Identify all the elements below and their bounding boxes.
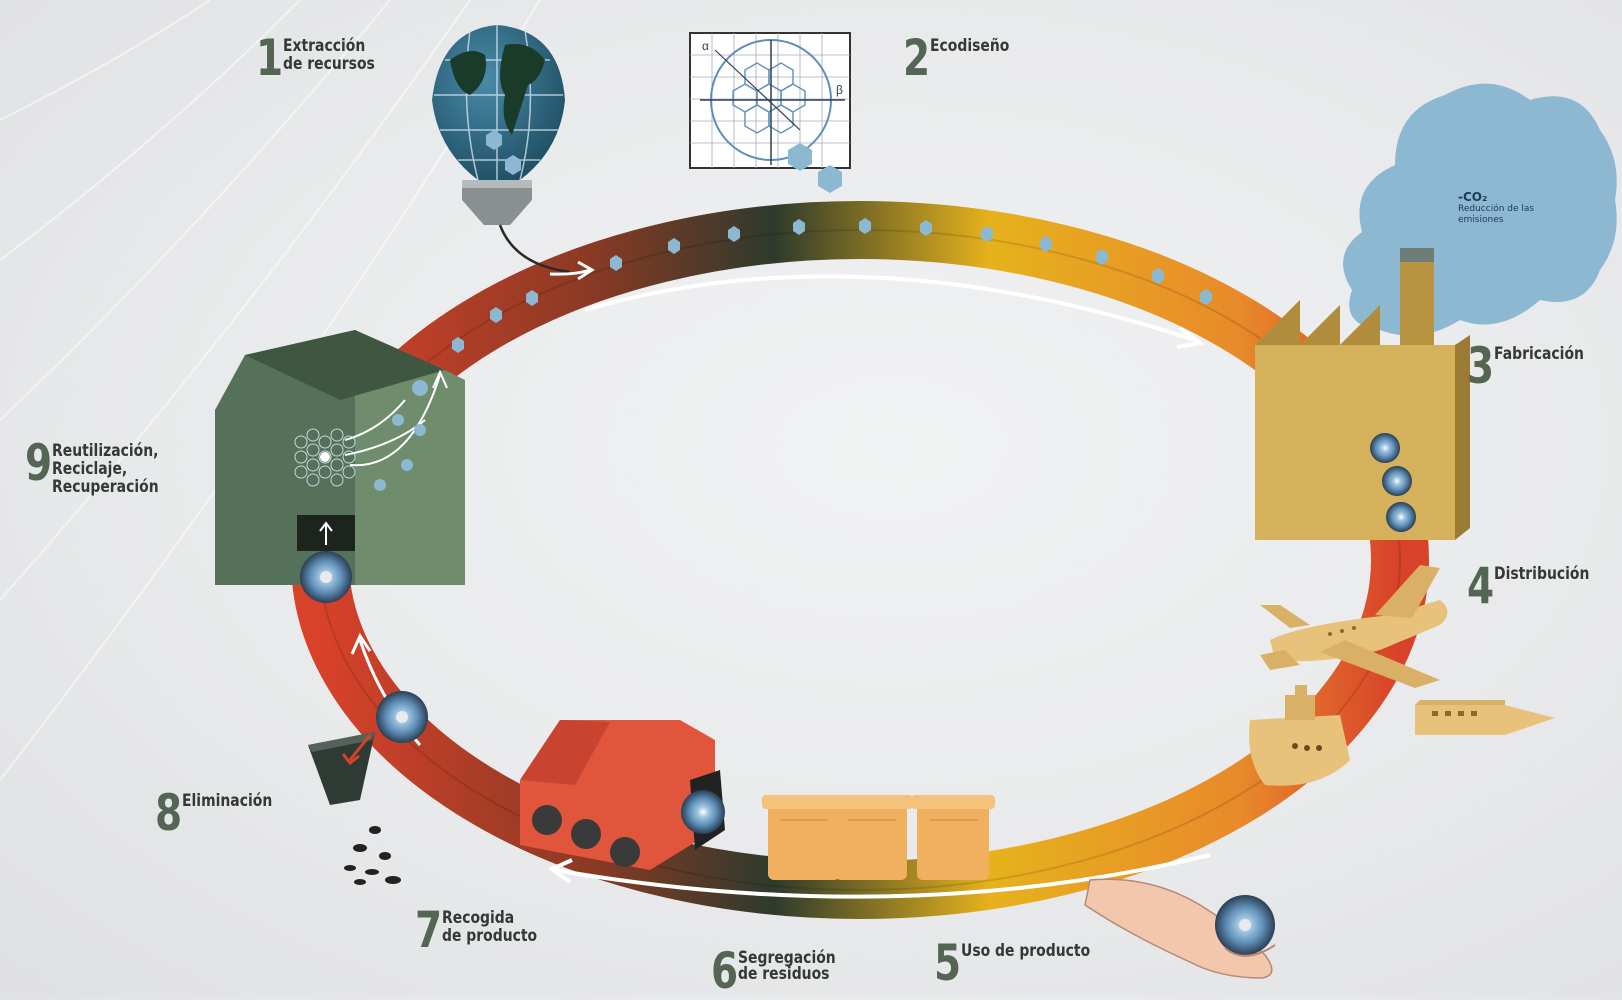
stage-2-line-1: Ecodiseño: [929, 36, 1010, 56]
stage-1-number: 1: [256, 29, 283, 87]
stage-6-number: 6: [711, 942, 738, 1000]
alpha-label: α: [702, 39, 709, 53]
stage-5-number: 5: [934, 934, 961, 992]
stage-8-label: 8 Eliminación: [155, 784, 292, 842]
stage-5-label: 5 Uso de producto: [934, 934, 1118, 992]
stage-6-label: 6 Segregación de residuos: [711, 942, 857, 1000]
stage-8-text: Eliminación: [182, 792, 272, 810]
stage-6-line-1: Segregación: [737, 948, 836, 968]
stage-8-number: 8: [155, 784, 182, 842]
beta-label: β: [836, 83, 843, 97]
stage-9-line-1: Reutilización,: [51, 441, 159, 461]
stage-7-line-2: de producto: [441, 926, 537, 946]
stage-3-line-1: Fabricación: [1493, 344, 1584, 364]
stage-8-line-1: Eliminación: [181, 791, 273, 811]
stage-9-number: 9: [25, 434, 52, 492]
emissions-note: -CO₂ Reducción de las emisiones: [1458, 190, 1558, 226]
stage-1-line-2: de recursos: [282, 54, 375, 74]
stage-4-line-1: Distribución: [1493, 564, 1590, 584]
globe-icon: [432, 25, 595, 281]
material-dots: [452, 218, 1212, 353]
stage-9-label: 9 Reutilización, Reciclaje, Recuperación: [25, 434, 182, 496]
hand-disc-icon: [1084, 878, 1276, 979]
product-discs: [1370, 433, 1416, 532]
stage-1-line-1: Extracción: [282, 36, 366, 56]
truck-icon: [520, 720, 725, 870]
stage-9-line-2: Reciclaje,: [51, 459, 128, 479]
stage-1-label: 1 Extracción de recursos: [256, 29, 395, 87]
stage-2-number: 2: [903, 29, 930, 87]
stage-4-number: 4: [1467, 557, 1494, 615]
stage-9-text: Reutilización, Reciclaje, Recuperación: [52, 442, 159, 496]
stage-2-text: Ecodiseño: [930, 37, 1009, 55]
emissions-title: -CO₂: [1458, 190, 1488, 204]
stage-5-line-1: Uso de producto: [960, 941, 1090, 961]
stage-3-text: Fabricación: [1494, 345, 1584, 363]
stage-7-label: 7 Recogida de producto: [415, 901, 558, 959]
stage-3-label: 3 Fabricación: [1467, 337, 1604, 395]
stage-7-number: 7: [415, 901, 442, 959]
stage-4-text: Distribución: [1494, 565, 1589, 583]
stage-5-text: Uso de producto: [961, 942, 1090, 960]
recycling-building-icon: [215, 330, 465, 603]
stage-7-line-1: Recogida: [441, 908, 514, 928]
stage-6-text: Segregación de residuos: [737, 948, 836, 984]
transport-icon: [1249, 565, 1555, 786]
bins-icon: [762, 795, 995, 880]
stage-2-label: 2 Ecodiseño: [903, 29, 1027, 87]
stage-3-number: 3: [1467, 337, 1494, 395]
stage-9-line-3: Recuperación: [51, 477, 159, 497]
stage-1-text: Extracción de recursos: [283, 37, 375, 73]
stage-4-label: 4 Distribución: [1467, 557, 1610, 615]
disposal-bin-icon: [308, 691, 428, 885]
stage-6-line-2: de residuos: [737, 964, 830, 984]
design-grid-icon: α β: [689, 32, 851, 193]
stage-7-text: Recogida de producto: [442, 909, 537, 945]
emissions-subtitle: Reducción de las emisiones: [1458, 204, 1535, 225]
